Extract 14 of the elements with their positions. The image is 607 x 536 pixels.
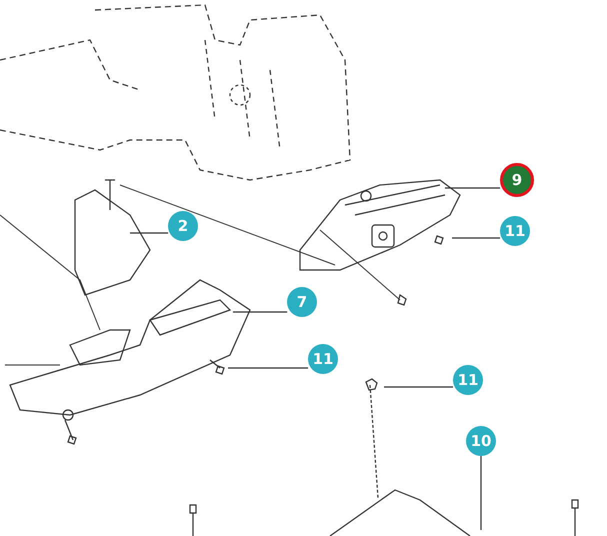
callout-number: 11: [453, 365, 483, 395]
callout-number: 9: [500, 163, 534, 197]
leader-line: [233, 311, 288, 313]
callout-number: 11: [308, 344, 338, 374]
callout-number: 10: [466, 426, 496, 456]
leader-line: [228, 367, 308, 369]
callout-number: 2: [168, 211, 198, 241]
leader-line: [445, 187, 500, 189]
callout-number: 7: [287, 287, 317, 317]
leader-line: [452, 237, 500, 239]
leader-line: [480, 456, 482, 530]
leader-line: [130, 232, 168, 234]
callout-number: 11: [500, 216, 530, 246]
leader-line: [384, 386, 454, 388]
